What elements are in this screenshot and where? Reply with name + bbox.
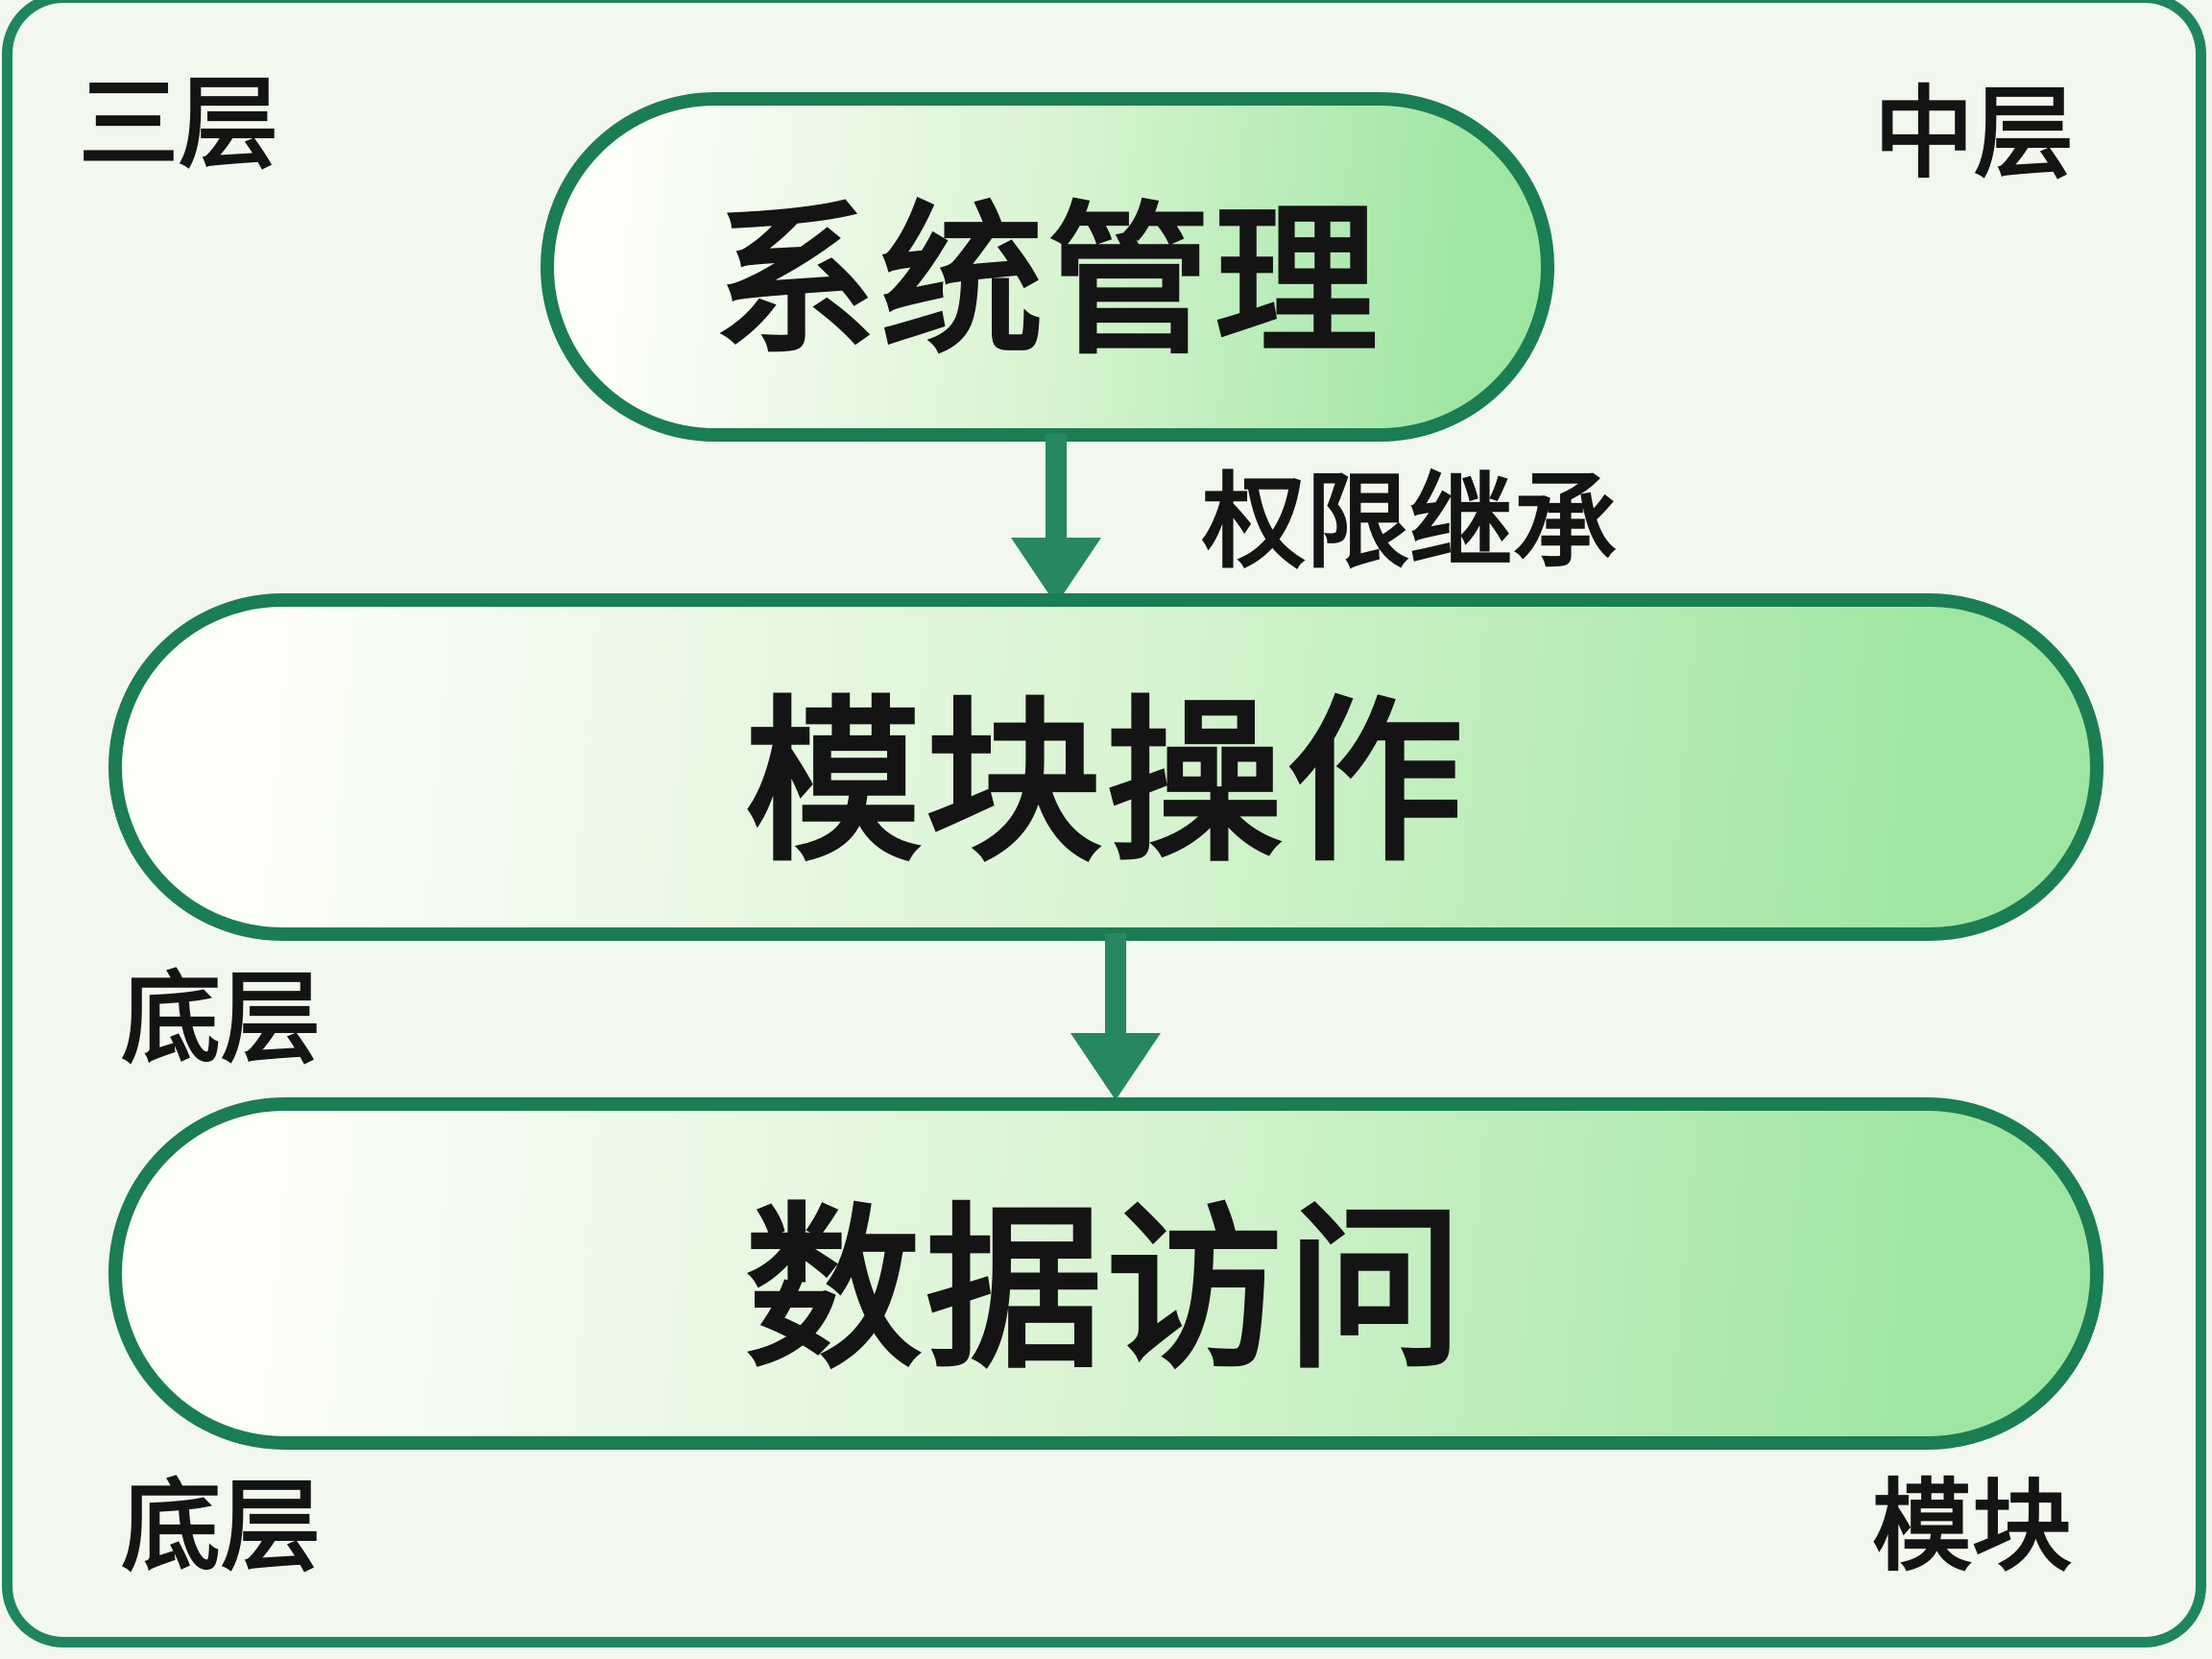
arrow-down-icon (1070, 1033, 1161, 1100)
label-bottom-right: 模块 (1872, 1468, 2073, 1585)
arrow-module-to-data-shaft (1105, 933, 1126, 1041)
node-system-management-label: 系统管理 (712, 187, 1382, 377)
node-module-operations: 模块操作 (108, 593, 2104, 941)
node-module-operations-label: 模块操作 (744, 681, 1467, 886)
label-bottom-left: 底层 (121, 1468, 322, 1585)
edge-label-permission-inheritance: 权限继承 (1202, 463, 1618, 583)
label-middle-left: 底层 (121, 960, 322, 1077)
node-data-access: 数据访问 (108, 1097, 2104, 1450)
node-data-access-label: 数据访问 (744, 1187, 1467, 1393)
arrow-system-to-module-shaft (1046, 434, 1067, 547)
label-top-right: 中层 (1874, 75, 2075, 192)
label-top-left: 三层 (79, 65, 279, 182)
node-system-management: 系统管理 (541, 92, 1554, 442)
